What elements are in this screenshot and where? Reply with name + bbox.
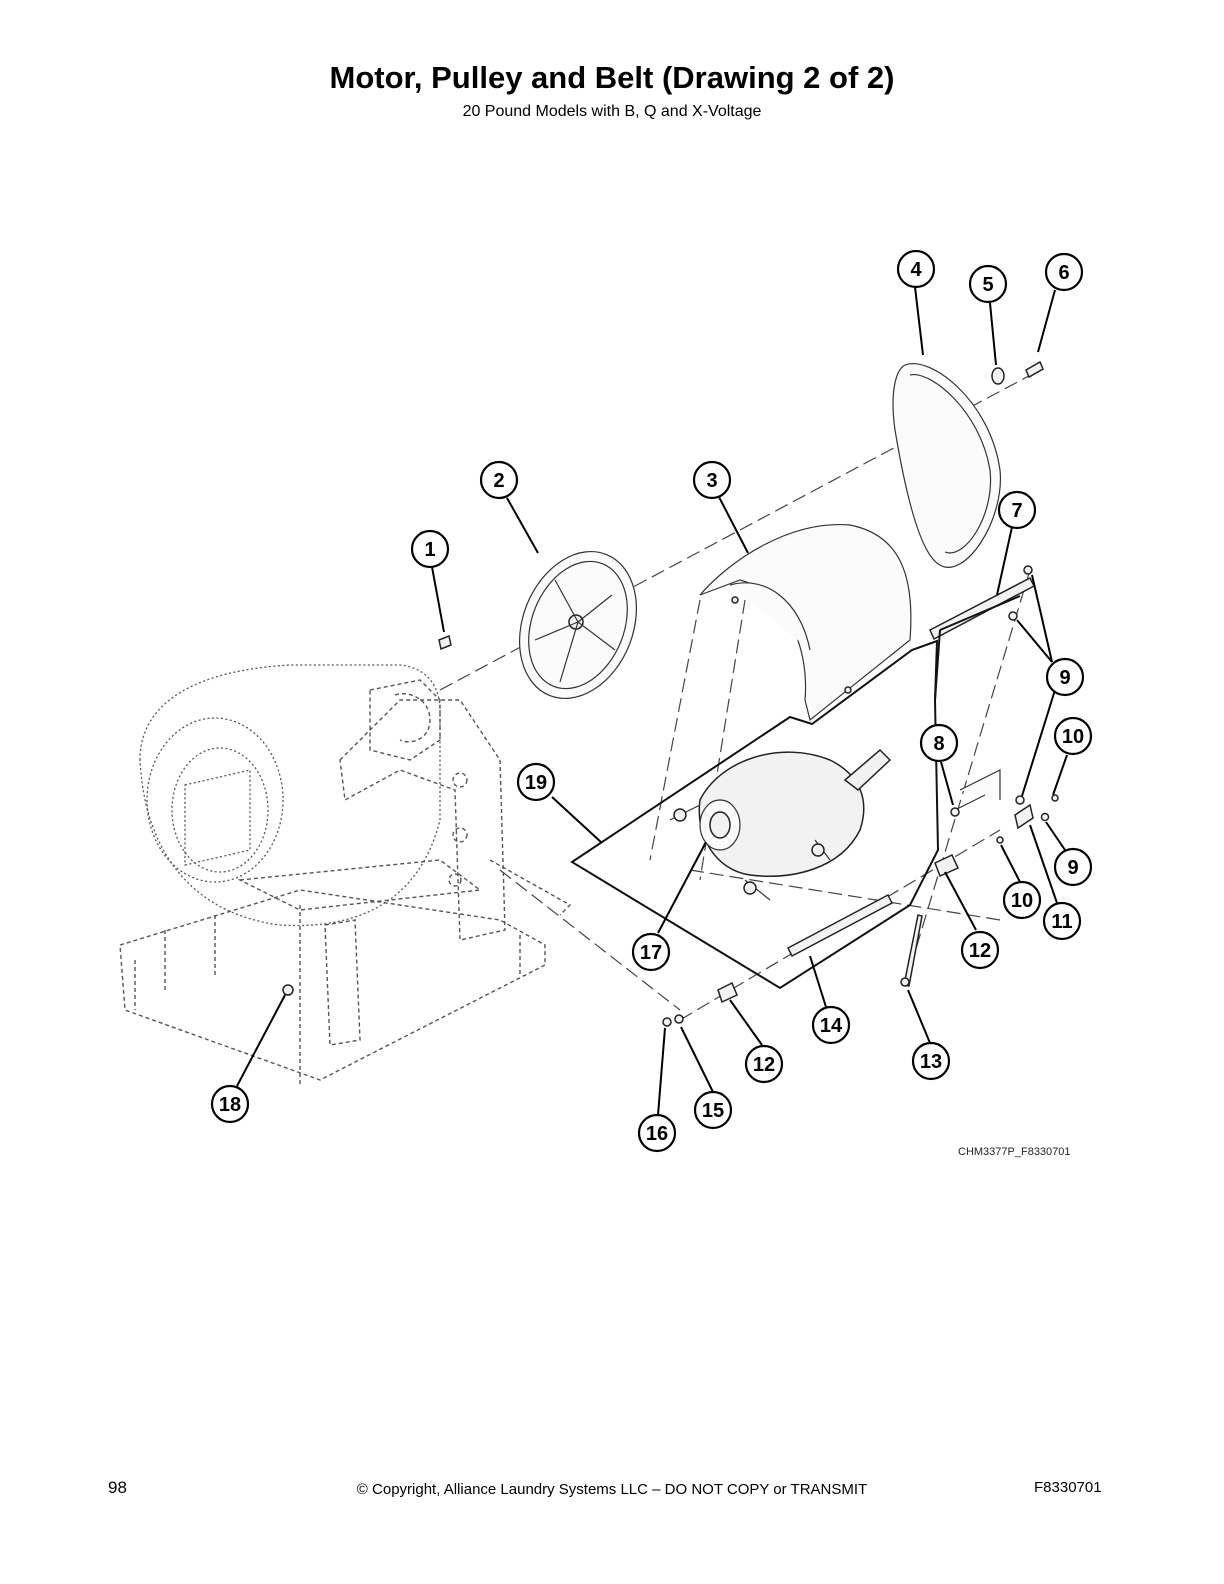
callout-1: 1	[410, 529, 450, 569]
svg-text:9: 9	[1059, 667, 1070, 689]
callout-17: 17	[631, 932, 671, 972]
svg-text:13: 13	[920, 1051, 942, 1073]
callout-10-upper: 10	[1053, 716, 1093, 756]
page-title: Motor, Pulley and Belt (Drawing 2 of 2)	[329, 60, 895, 95]
washer-small-part	[674, 1014, 684, 1024]
callout-19: 19	[516, 762, 556, 802]
svg-text:9: 9	[1067, 857, 1078, 879]
callout-3: 3	[692, 460, 732, 500]
callout-2: 2	[479, 460, 519, 500]
motor-rod-part	[787, 893, 893, 958]
svg-text:3: 3	[706, 470, 717, 492]
svg-text:8: 8	[933, 733, 944, 755]
motor-shield-part	[699, 523, 912, 722]
leader-lines	[236, 286, 1068, 1116]
callout-4: 4	[896, 249, 936, 289]
callout-11: 11	[1042, 901, 1082, 941]
drive-belt-inner	[909, 374, 992, 554]
svg-text:14: 14	[820, 1015, 843, 1037]
callout-9-upper: 9	[1045, 657, 1085, 697]
figure-code: CHM3377P_F8330701	[958, 1146, 1071, 1158]
bolt-part	[1025, 360, 1044, 379]
callout-12-left: 12	[744, 1044, 784, 1084]
callout-18: 18	[210, 1084, 250, 1124]
retaining-ring-part	[662, 1017, 672, 1027]
svg-text:7: 7	[1011, 500, 1022, 522]
base-frame-ghost	[119, 699, 572, 1085]
svg-text:16: 16	[646, 1123, 668, 1145]
hardware-parts	[717, 565, 1059, 1004]
motor-part	[669, 748, 892, 901]
svg-text:12: 12	[753, 1054, 775, 1076]
key-part	[438, 634, 452, 651]
svg-text:1: 1	[424, 539, 435, 561]
svg-text:4: 4	[910, 259, 922, 281]
washer-part	[991, 367, 1005, 385]
svg-text:15: 15	[702, 1100, 724, 1122]
copyright-notice: © Copyright, Alliance Laundry Systems LL…	[356, 1481, 868, 1498]
svg-text:18: 18	[219, 1094, 241, 1116]
drive-pulley-part	[518, 550, 638, 700]
callout-5: 5	[968, 264, 1008, 304]
callout-12-right: 12	[960, 930, 1000, 970]
callout-9-lower: 9	[1053, 847, 1093, 887]
svg-text:6: 6	[1058, 262, 1069, 284]
callout-6: 6	[1044, 252, 1084, 292]
svg-text:17: 17	[640, 942, 662, 964]
svg-text:12: 12	[969, 940, 991, 962]
callout-13: 13	[911, 1041, 951, 1081]
svg-text:2: 2	[493, 470, 504, 492]
document-id: F8330701	[1034, 1479, 1102, 1496]
page-number: 98	[108, 1478, 127, 1497]
svg-text:19: 19	[525, 772, 547, 794]
callout-10-lower: 10	[1002, 880, 1042, 920]
blower-housing-ghost	[139, 664, 441, 927]
callout-7: 7	[997, 490, 1037, 530]
nut-part	[282, 984, 294, 996]
callout-8: 8	[919, 723, 959, 763]
callout-16: 16	[637, 1113, 677, 1153]
callout-15: 15	[693, 1090, 733, 1130]
svg-text:10: 10	[1011, 890, 1033, 912]
svg-text:10: 10	[1062, 726, 1084, 748]
page-subtitle: 20 Pound Models with B, Q and X-Voltage	[462, 103, 762, 120]
svg-text:11: 11	[1051, 911, 1072, 933]
motor-assembly-outline	[570, 639, 940, 990]
callout-14: 14	[811, 1005, 851, 1045]
motor-assembly-outline-upper	[934, 595, 1021, 701]
svg-text:5: 5	[982, 274, 993, 296]
